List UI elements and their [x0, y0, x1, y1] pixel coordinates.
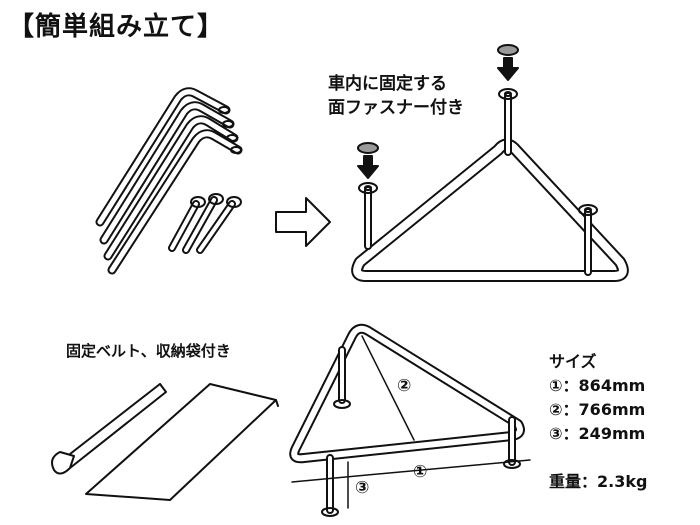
spec-heading: サイズ — [549, 352, 597, 371]
spec-row: ③：249mm — [549, 424, 646, 443]
fixing-belt — [51, 383, 167, 475]
spec-row: ①：864mm — [549, 376, 646, 395]
assembled-frame — [351, 44, 629, 282]
fastener-note-line1: 車内に固定する — [328, 74, 447, 94]
fastener-note: 車内に固定する 面ファスナー付き — [328, 72, 464, 120]
page-title: 【簡単組み立て】 — [8, 12, 225, 42]
spec-block: サイズ ①：864mm ②：766mm ③：249mm 重量：2.3kg — [549, 350, 647, 494]
dimension-label-1: ① — [413, 462, 428, 482]
dimension-line-2 — [361, 335, 415, 441]
belt-note: 固定ベルト、収納袋付き — [66, 342, 231, 360]
fastener-note-line2: 面ファスナー付き — [328, 98, 464, 118]
storage-bag — [85, 383, 279, 501]
disassembled-legs — [168, 193, 242, 254]
spec-weight: 重量：2.3kg — [549, 472, 648, 491]
dimension-line-1 — [291, 459, 531, 483]
dimension-label-2: ② — [397, 376, 412, 396]
disassembled-frame-rods — [95, 87, 243, 275]
dimension-frame — [289, 323, 531, 517]
assembly-arrow-icon — [275, 197, 331, 247]
spec-row: ②：766mm — [549, 400, 646, 419]
dimension-label-3: ③ — [355, 478, 370, 498]
